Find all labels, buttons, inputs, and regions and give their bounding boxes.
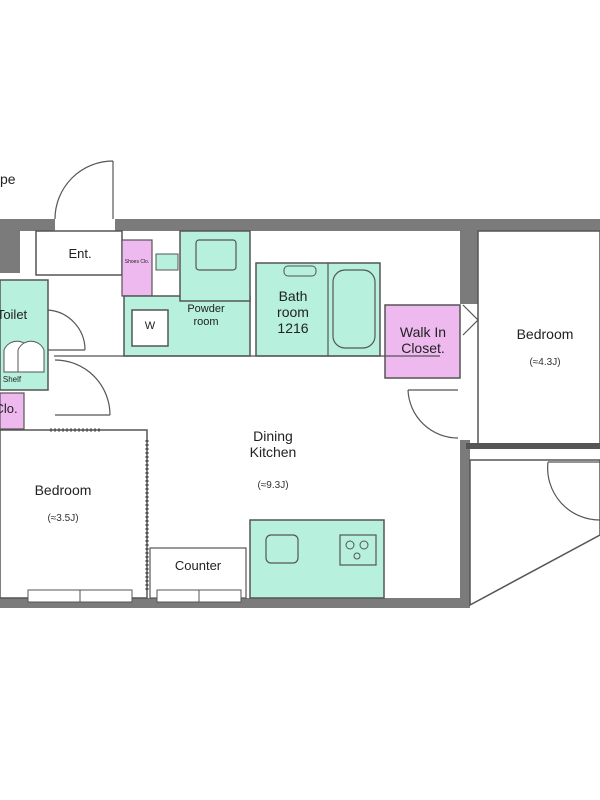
powder-room-label: Powder room [187,303,225,328]
bathroom-label: Bath room 1216 [277,288,309,337]
entrance-area [35,160,123,276]
dining-kitchen-area: (≈9.3J) [257,480,289,491]
left-bedroom [0,428,149,603]
toilet-label: Toilet [0,307,28,322]
right-rooms [462,230,600,607]
kitchen-counter [249,519,385,599]
dining-kitchen-label: Dining Kitchen [249,428,297,461]
walk-in-closet-label: Walk In Closet. [399,324,447,357]
bathroom [255,262,381,357]
bedroom-left-area: (≈3.5J) [47,513,79,524]
toilet-room [0,279,86,391]
left-closet-fill [0,392,25,430]
bedroom-left-label: Bedroom [34,482,92,498]
left-closet-label: Clo. [0,401,18,416]
entrance-label: Ent. [68,246,92,261]
powder-room [123,230,273,357]
shelf-label: Shelf [2,375,22,384]
washer-label: W [144,320,156,332]
bedroom-right-label: Bedroom [516,326,574,342]
bedroom-right-area: (≈4.3J) [529,357,561,368]
shoes-closet-fill [121,239,153,297]
counter-label: Counter [174,558,222,573]
walk-in-closet [384,304,461,439]
counter-area [149,547,247,603]
partial-label: pe [0,171,16,187]
shoes-closet-label: Shoes Clo. [124,259,150,265]
hall-door-swing [54,359,111,416]
